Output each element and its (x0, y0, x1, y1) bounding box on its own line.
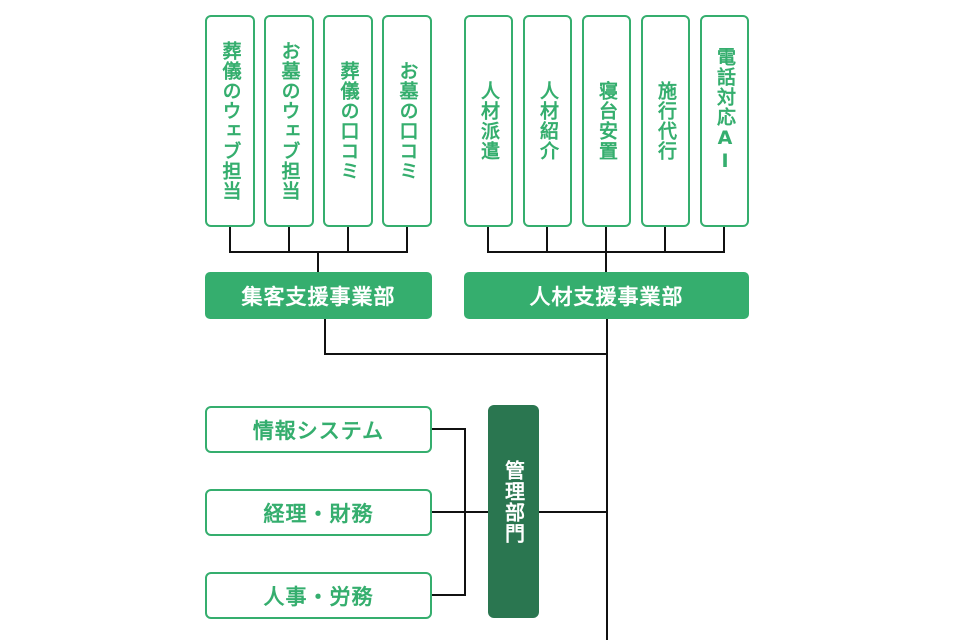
unit-ceremony-agency[interactable]: 施行代行 (641, 15, 690, 227)
connector-line (229, 226, 231, 253)
connector-line (431, 594, 465, 596)
unit-label: お墓の口コミ (396, 61, 419, 181)
unit-label: 人材紹介 (537, 81, 559, 161)
unit-phone-ai[interactable]: 電話対応AI (700, 15, 749, 227)
connector-line (288, 226, 290, 253)
unit-label: 人事・労務 (263, 584, 374, 609)
connector-line (406, 226, 408, 253)
unit-label: 寝台安置 (596, 81, 618, 161)
connector-line (538, 511, 607, 513)
unit-label: お墓のウェブ担当 (278, 41, 301, 201)
unit-label: 電話対応AI (714, 47, 736, 173)
unit-label: 人材派遣 (478, 81, 500, 161)
unit-staffing[interactable]: 人材派遣 (464, 15, 513, 227)
unit-label: 葬儀のウェブ担当 (219, 41, 242, 201)
unit-recruitment[interactable]: 人材紹介 (523, 15, 572, 227)
connector-line (723, 226, 725, 253)
connector-line (317, 251, 319, 272)
hr-division[interactable]: 人材支援事業部 (464, 272, 749, 319)
connector-line (324, 353, 608, 355)
connector-line (546, 226, 548, 253)
division-label: 管理部門 (501, 459, 526, 544)
unit-it-systems[interactable]: 情報システム (205, 406, 432, 453)
unit-label: 経理・財務 (263, 501, 374, 526)
connector-line (324, 318, 326, 355)
unit-label: 施行代行 (655, 81, 677, 161)
unit-funeral-web[interactable]: 葬儀のウェブ担当 (205, 15, 255, 227)
connector-line (605, 226, 607, 272)
unit-body-transport[interactable]: 寝台安置 (582, 15, 631, 227)
connector-line (431, 428, 465, 430)
unit-hr-labor[interactable]: 人事・労務 (205, 572, 432, 619)
unit-grave-reviews[interactable]: お墓の口コミ (382, 15, 432, 227)
connector-line (487, 226, 489, 253)
unit-label: 情報システム (252, 418, 385, 443)
marketing-division[interactable]: 集客支援事業部 (205, 272, 432, 319)
unit-label: 葬儀の口コミ (337, 61, 360, 181)
admin-division[interactable]: 管理部門 (488, 405, 539, 618)
connector-line (464, 428, 466, 596)
connector-line (431, 511, 489, 513)
connector-line (487, 251, 725, 253)
trunk-line (606, 318, 608, 640)
unit-accounting-finance[interactable]: 経理・財務 (205, 489, 432, 536)
connector-line (347, 226, 349, 253)
unit-grave-web[interactable]: お墓のウェブ担当 (264, 15, 314, 227)
connector-line (664, 226, 666, 253)
unit-funeral-reviews[interactable]: 葬儀の口コミ (323, 15, 373, 227)
